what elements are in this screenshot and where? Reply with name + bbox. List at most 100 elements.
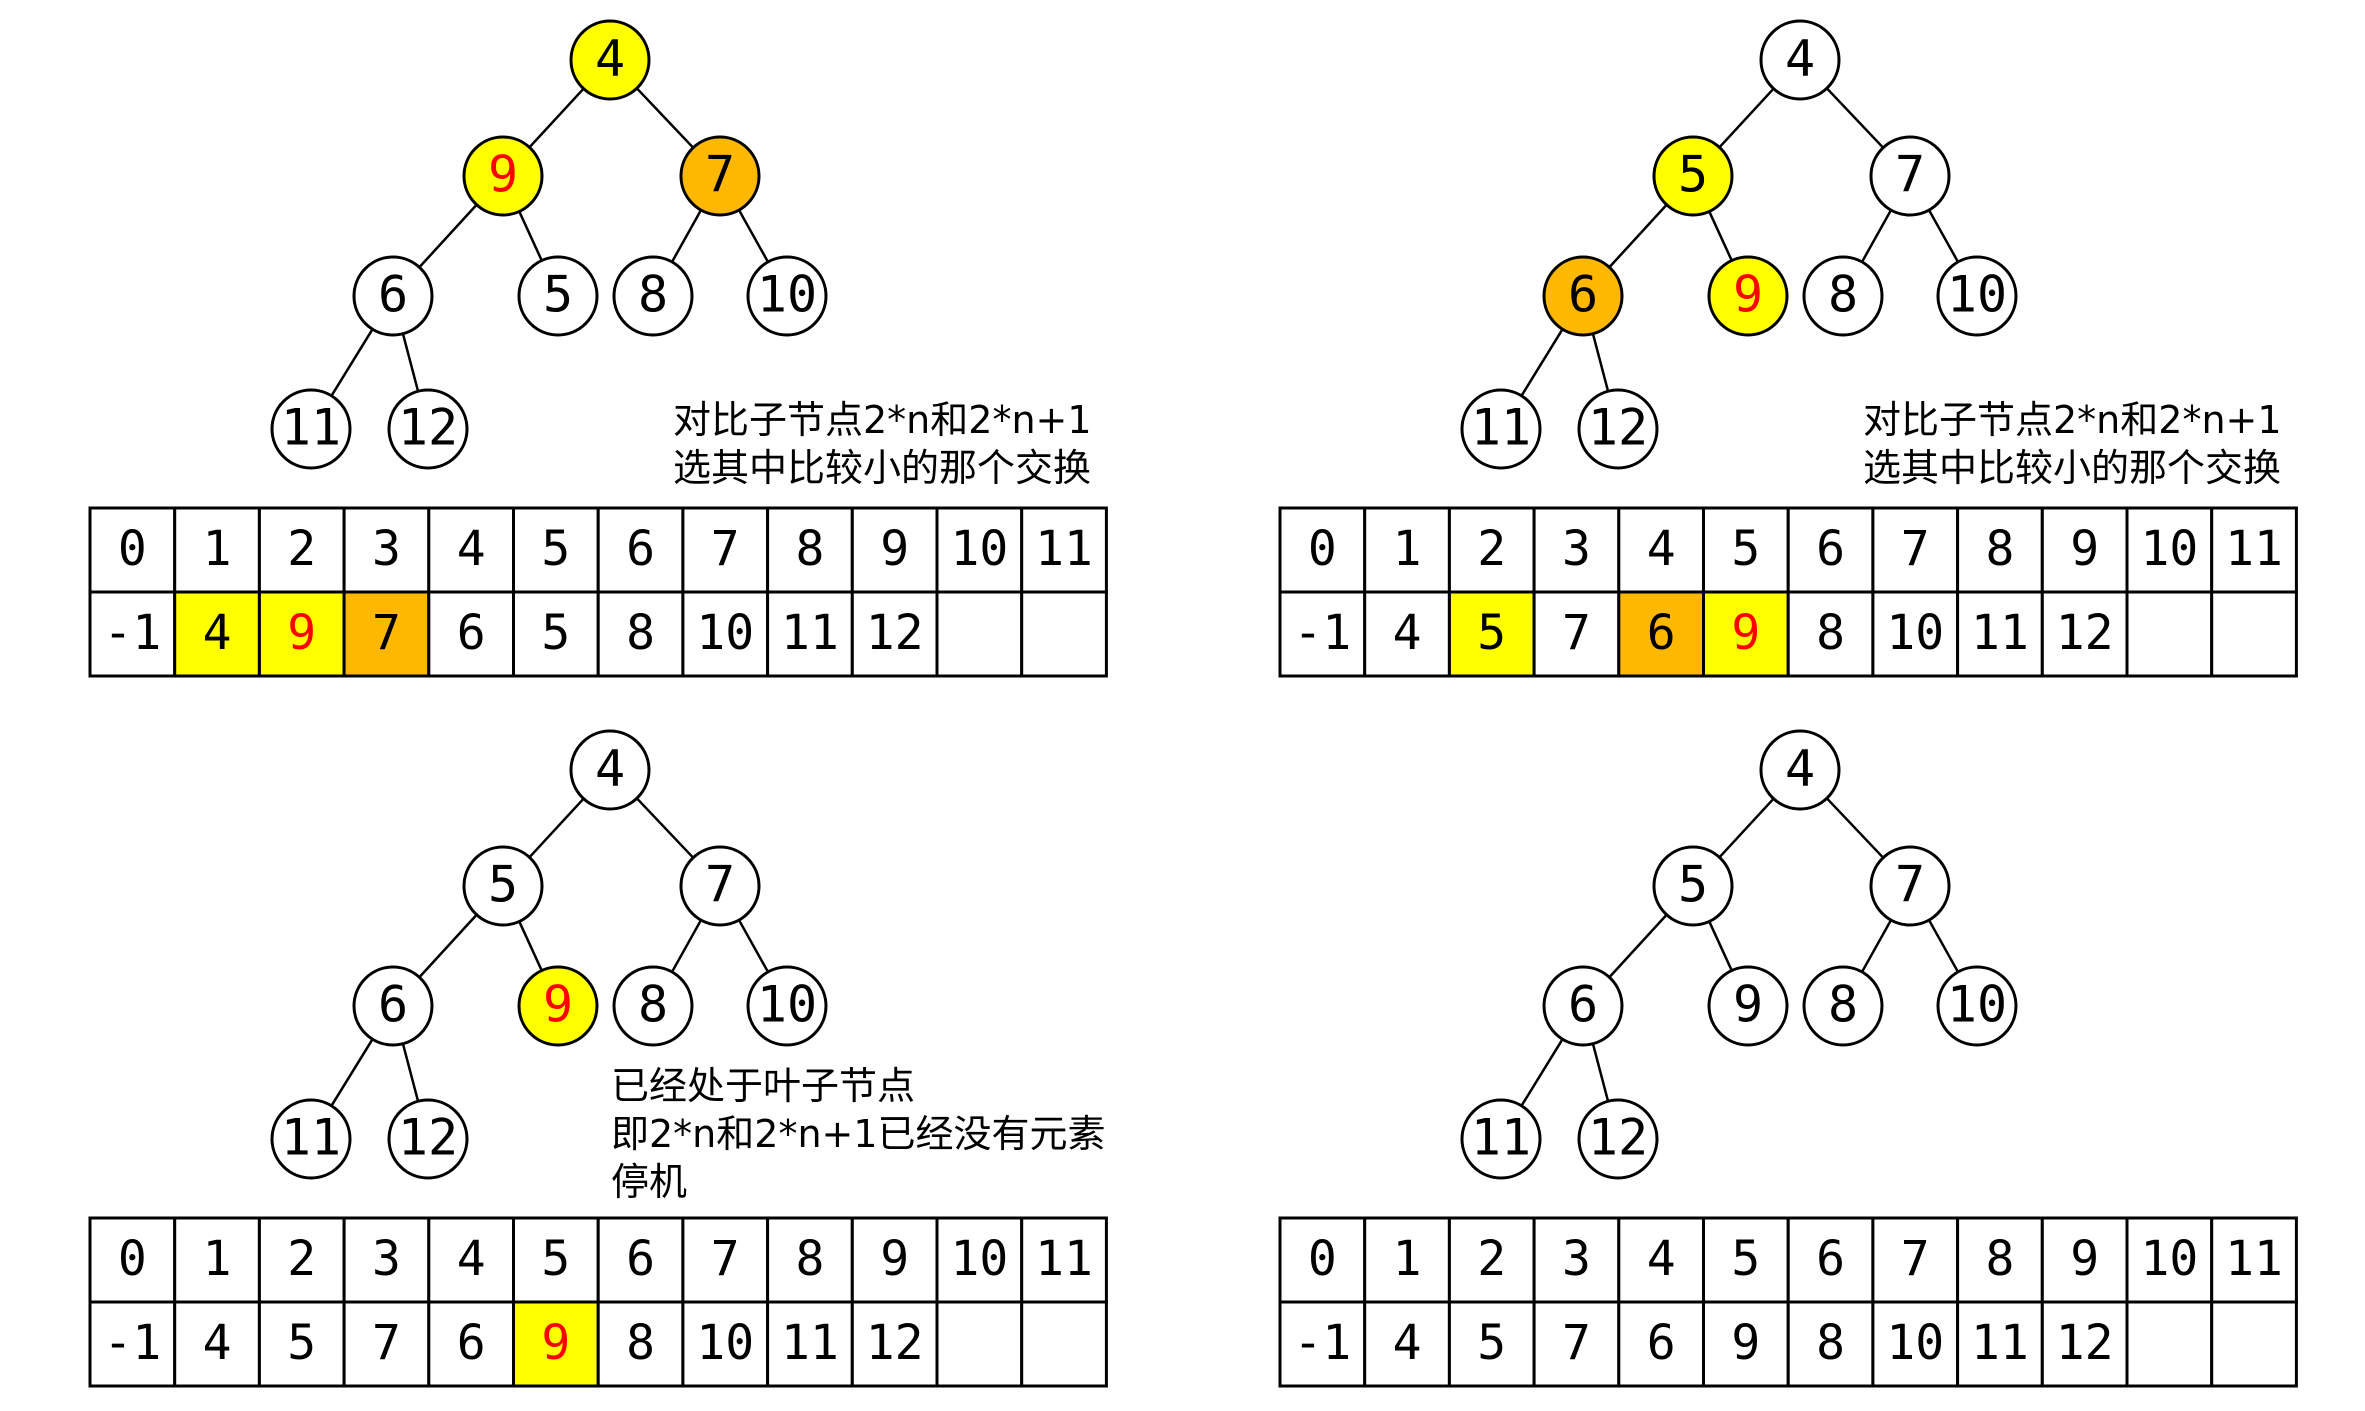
value-cell-label: 4 <box>203 1315 232 1371</box>
tree-node-circle <box>1460 1098 1542 1180</box>
value-cell <box>1020 590 1108 678</box>
tree-node: 7 <box>679 135 761 217</box>
tree-edge <box>1825 87 1885 149</box>
index-cell-label: 2 <box>1477 521 1506 577</box>
tree-node-circle <box>1707 965 1789 1047</box>
tree-node-circle <box>746 965 828 1047</box>
tree-edge <box>528 797 585 859</box>
tree-node: 12 <box>1577 1098 1659 1180</box>
value-cell <box>2040 590 2129 678</box>
value-cell-label: -1 <box>1293 605 1351 661</box>
index-cell-label: 10 <box>950 521 1008 577</box>
tree-node-label: 4 <box>1785 740 1815 798</box>
value-cell-label: 5 <box>1477 605 1506 661</box>
index-cell-label: 3 <box>1562 1231 1591 1287</box>
tree-node-circle <box>462 135 544 217</box>
index-cell-label: 0 <box>118 521 147 577</box>
tree-node-label: 5 <box>1678 856 1708 914</box>
tree-node: 5 <box>1652 845 1734 927</box>
value-cell <box>427 590 515 678</box>
tree-node: 5 <box>517 255 599 337</box>
tree-node-label: 8 <box>1828 976 1858 1034</box>
value-cell-label: 12 <box>2056 605 2114 661</box>
value-cell <box>1871 1300 1960 1388</box>
index-cell-label: 11 <box>2225 1231 2283 1287</box>
value-cell <box>512 590 600 678</box>
tree-node: 8 <box>1802 965 1884 1047</box>
index-cell <box>2040 506 2129 594</box>
value-cell <box>1363 590 1451 678</box>
tree-node: 9 <box>1707 255 1789 337</box>
value-cell-label: 9 <box>541 1315 570 1371</box>
tree-node-circle <box>1652 845 1734 927</box>
index-cell <box>88 1216 177 1304</box>
index-cell-label: 11 <box>1035 1231 1093 1287</box>
tree-node: 11 <box>270 388 352 470</box>
tree-node: 11 <box>270 1098 352 1180</box>
tree-node: 7 <box>679 845 761 927</box>
index-cell <box>257 1216 346 1304</box>
tree-node-label: 8 <box>638 976 668 1034</box>
index-cell-label: 10 <box>950 1231 1008 1287</box>
tree-edge <box>1520 328 1564 397</box>
tree-edge <box>737 209 770 263</box>
value-cell-label: 11 <box>1971 1315 2029 1371</box>
value-cell <box>850 590 939 678</box>
index-cell-label: 6 <box>1816 1231 1845 1287</box>
index-cell-label: 1 <box>203 1231 232 1287</box>
value-cell-label: 4 <box>203 605 232 661</box>
tree-node-circle <box>1936 255 2018 337</box>
index-cell-label: 5 <box>541 521 570 577</box>
value-cell-label: 5 <box>287 1315 316 1371</box>
tree-node: 9 <box>517 965 599 1047</box>
tree-node-label: 6 <box>378 976 408 1034</box>
tree-node-label: 6 <box>378 266 408 324</box>
value-cell-label: 5 <box>541 605 570 661</box>
index-cell <box>427 506 515 594</box>
tree-node-circle <box>569 19 651 101</box>
index-cell-label: 10 <box>2140 521 2198 577</box>
index-cell-label: 7 <box>711 1231 740 1287</box>
index-cell <box>766 506 854 594</box>
value-cell-label: 10 <box>1886 1315 1944 1371</box>
value-cell <box>1871 590 1960 678</box>
value-cell-label: 8 <box>626 605 655 661</box>
index-cell-label: 4 <box>457 1231 486 1287</box>
note-line: 即2*n和2*n+1已经没有元素 <box>611 1112 1106 1156</box>
tree-node-circle <box>679 845 761 927</box>
value-cell-label: 5 <box>1477 1315 1506 1371</box>
tree-node: 5 <box>1652 135 1734 217</box>
tree-node: 9 <box>1707 965 1789 1047</box>
tree-node-label: 5 <box>1678 146 1708 204</box>
index-cell <box>1532 1216 1621 1304</box>
tree-edge <box>1860 919 1893 973</box>
tree-edge <box>1927 209 1960 263</box>
index-cell-label: 3 <box>1562 521 1591 577</box>
value-cell-label: 7 <box>1562 605 1591 661</box>
value-cell-label: 10 <box>696 605 754 661</box>
note-line: 选其中比较小的那个交换 <box>673 446 1091 490</box>
index-cell-label: 3 <box>372 521 401 577</box>
value-cell-label: 7 <box>372 1315 401 1371</box>
tree-node-label: 7 <box>1895 856 1925 914</box>
value-cell-label: 10 <box>696 1315 754 1371</box>
value-cell-label: 11 <box>781 605 839 661</box>
index-cell-label: 4 <box>1647 521 1676 577</box>
tree-node: 6 <box>1542 255 1624 337</box>
index-cell-label: 2 <box>1477 1231 1506 1287</box>
index-cell-label: 7 <box>1901 1231 1930 1287</box>
index-cell <box>342 506 431 594</box>
tree-node-circle <box>462 845 544 927</box>
index-cell-label: 8 <box>795 521 824 577</box>
index-cell-label: 5 <box>1731 521 1760 577</box>
value-cell <box>173 590 261 678</box>
index-cell <box>1786 1216 1875 1304</box>
value-cell <box>2040 1300 2129 1388</box>
value-cell-label: 7 <box>1562 1315 1591 1371</box>
index-cell-label: 2 <box>287 1231 316 1287</box>
tree-node-label: 4 <box>1785 30 1815 88</box>
tree-node-circle <box>1802 255 1884 337</box>
